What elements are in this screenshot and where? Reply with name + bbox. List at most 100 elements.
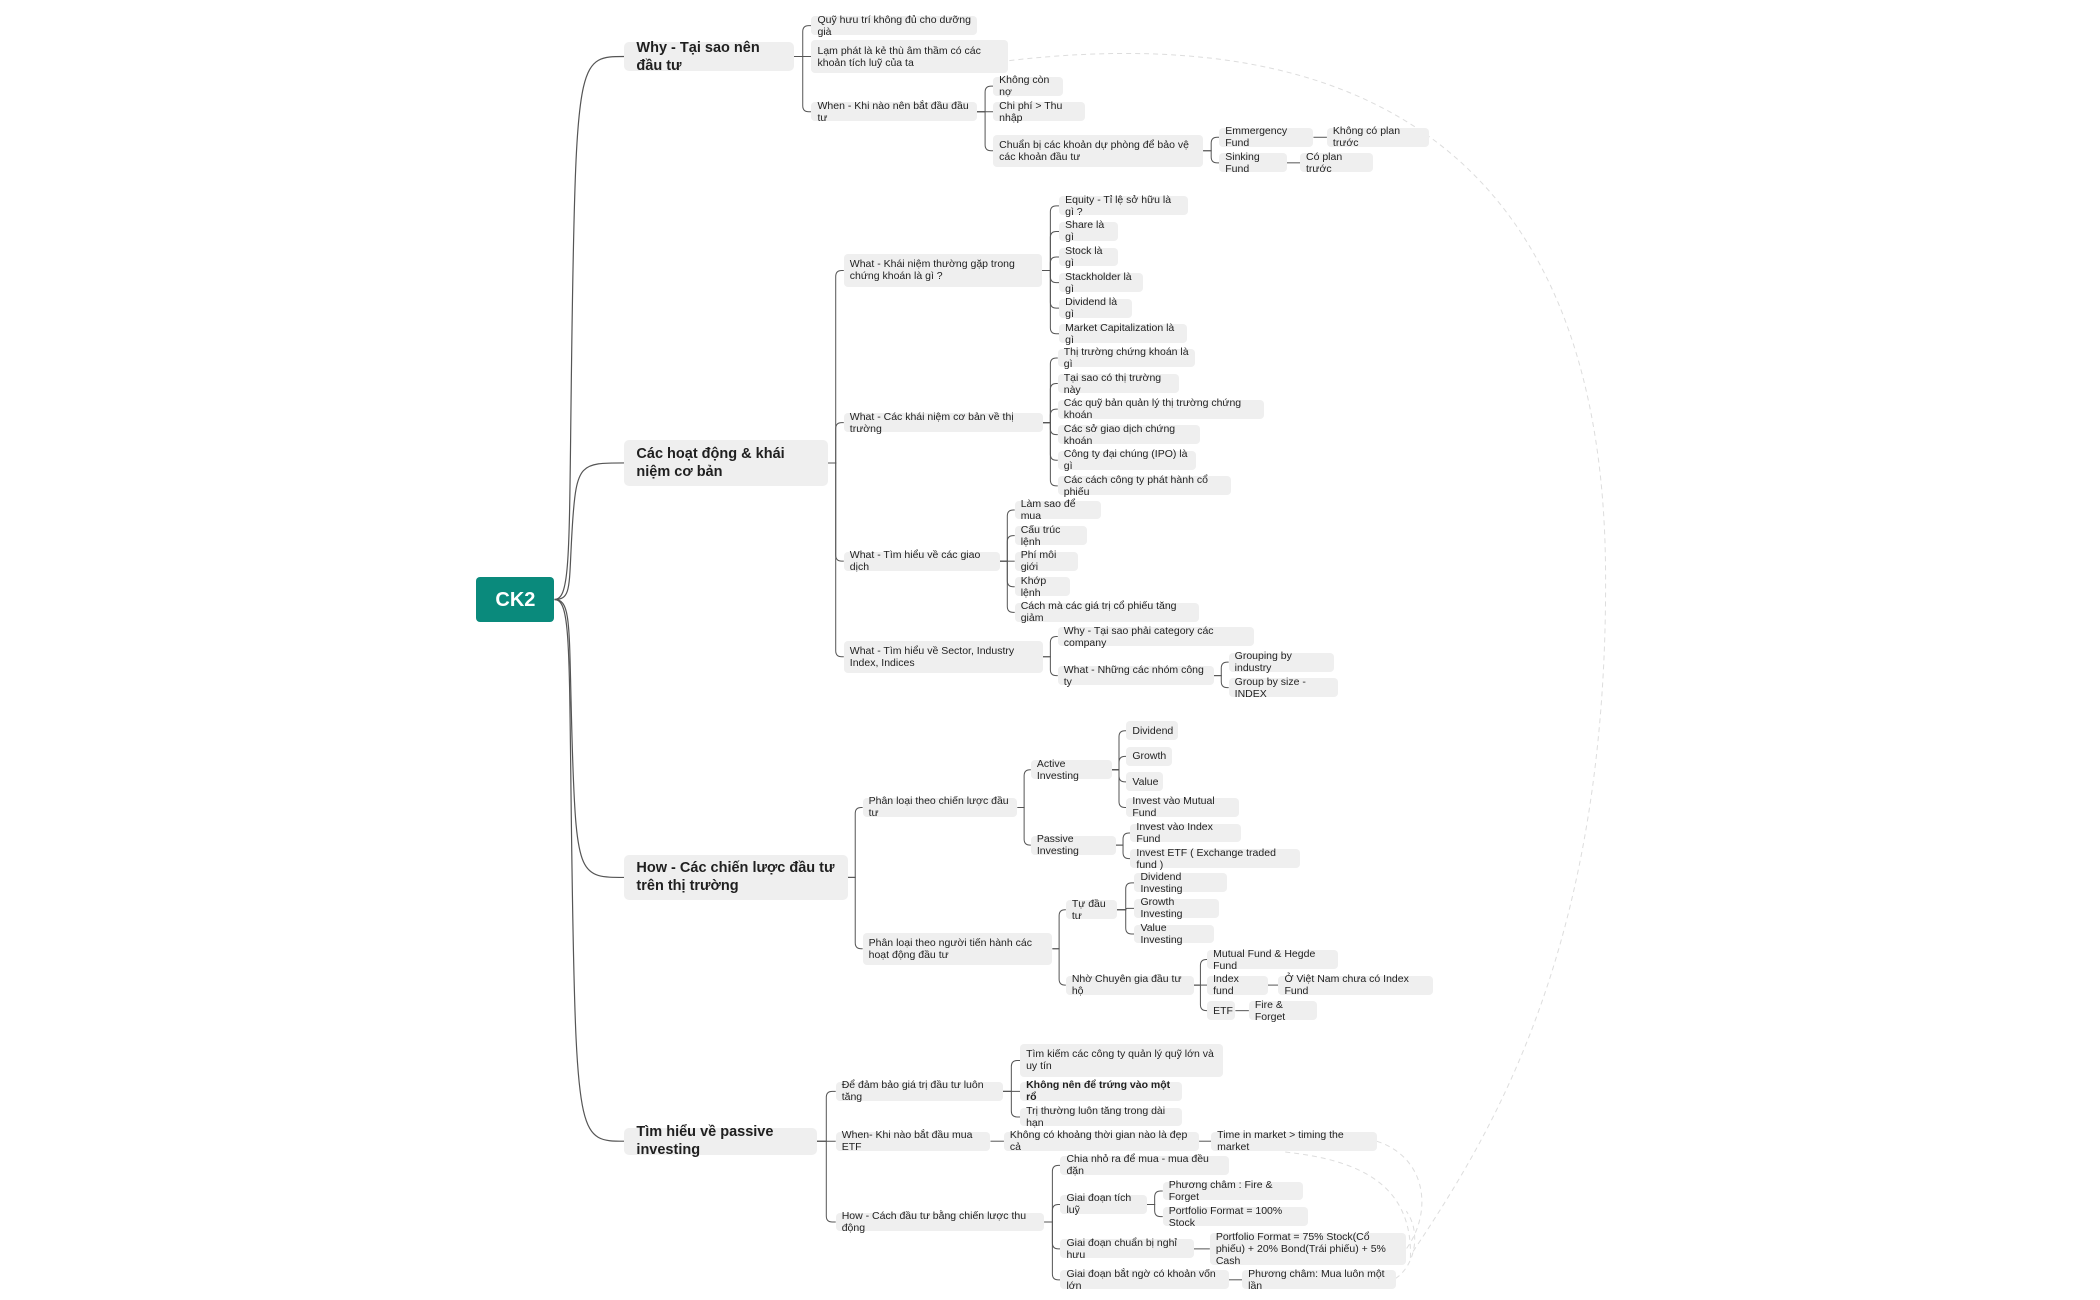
topic-b2-c0-c1[interactable]: Passive Investing (1030, 833, 1116, 857)
topic-b1-c2-c4[interactable]: Cách mà các giá trị cổ phiếu tăng giảm (1014, 600, 1200, 624)
topic-b1-c0[interactable]: What - Khái niệm thường gặp trong chứng … (843, 254, 1042, 287)
root-topic[interactable]: CK2 (476, 577, 555, 622)
connector-b1-c3-c1-c1 (1213, 675, 1229, 689)
topic-b1-c3[interactable]: What - Tìm hiểu về Sector, Industry Inde… (843, 640, 1043, 673)
topic-b0-c2-c2-c1[interactable]: Sinking Fund (1219, 151, 1287, 175)
topic-b3-c1-c0-c0[interactable]: Time in market > timing the market (1211, 1129, 1377, 1153)
relation-line-1 (1009, 53, 1607, 1252)
topic-b0-c2-c2-c0[interactable]: Emmergency Fund (1219, 125, 1314, 149)
connector-b3-c0-c0 (1002, 1059, 1021, 1092)
topic-b1-c3-c0[interactable]: Why - Tại sao phải category các company (1057, 625, 1255, 648)
topic-b1-c0-c5[interactable]: Market Capitalization là gì (1059, 322, 1187, 346)
topic-b1-c3-c1-c1[interactable]: Group by size - INDEX (1228, 676, 1338, 700)
topic-b0-c0[interactable]: Quỹ hưu trí không đủ cho dưỡng già (811, 14, 977, 38)
topic-b1-c1-c2[interactable]: Các quỹ bản quản lý thị trường chứng kho… (1057, 397, 1264, 421)
topic-b1-c2-c0[interactable]: Làm sao để mua (1014, 498, 1101, 522)
topic-b1-c0-c4[interactable]: Dividend là gì (1059, 296, 1132, 320)
topic-b1-c1-c5[interactable]: Các cách công ty phát hành cổ phiếu (1057, 474, 1232, 498)
topic-b1-c0-c2[interactable]: Stock là gì (1059, 245, 1119, 269)
connector-b2-c0-c1 (1017, 806, 1031, 846)
topic-b2-c1-c0-c1[interactable]: Growth Investing (1134, 896, 1220, 920)
relation-line-4 (1395, 1210, 1416, 1279)
topic-b0-c2-c2-c1-c0[interactable]: Có plan trước (1300, 151, 1373, 175)
connector-b1-c0 (827, 269, 844, 464)
connector-b2-c1-c1-c2 (1193, 984, 1208, 1012)
topic-b1-c3-c1[interactable]: What - Những các nhóm công ty (1057, 664, 1214, 688)
topic-b3-c2-c1[interactable]: Giai đoạn tích luỹ (1060, 1192, 1147, 1216)
topic-b3-c0[interactable]: Để đảm bảo giá trị đầu tư luôn tăng (835, 1079, 1003, 1103)
topic-b0-c2-c2-c0-c0[interactable]: Không có plan trước (1326, 125, 1430, 149)
connector-b3-c2-c3 (1044, 1221, 1061, 1281)
topic-b2-c0-c0-c3[interactable]: Invest vào Mutual Fund (1126, 796, 1240, 819)
connector-b2-c1-c0-c2 (1116, 909, 1135, 935)
connector-b1-c0-c0 (1041, 205, 1060, 271)
connector-b2-c1-c0 (1052, 909, 1066, 950)
connector-b1-c1-c5 (1042, 422, 1058, 487)
topic-b2-c0-c0[interactable]: Active Investing (1030, 758, 1112, 782)
topic-b3-c2-c1-c1[interactable]: Portfolio Format = 100% Stock (1162, 1205, 1309, 1229)
topic-b1-c0-c1[interactable]: Share là gì (1059, 220, 1119, 243)
topic-b2-c0-c0-c0[interactable]: Dividend (1126, 721, 1178, 741)
topic-b1-c2-c1[interactable]: Cấu trúc lệnh (1014, 524, 1088, 548)
topic-b1-c1-c3[interactable]: Các sở giao dịch chứng khoán (1057, 423, 1201, 447)
topic-b2-c1[interactable]: Phân loại theo người tiến hành các hoạt … (862, 932, 1053, 965)
connector-b2-c0-c0-c1 (1111, 755, 1127, 771)
topic-b2-c1-c1-c2[interactable]: ETF (1207, 1001, 1236, 1021)
topic-b3-c0-c0[interactable]: Tìm kiếm các công ty quản lý quỹ lớn và … (1020, 1044, 1224, 1077)
topic-b3-c2-c3-c0[interactable]: Phương châm: Mua luôn một lần (1242, 1268, 1396, 1292)
connector-b1-c3-c0 (1042, 636, 1058, 658)
topic-b2[interactable]: How - Các chiến lược đầu tư trên thị trư… (624, 854, 848, 901)
topic-b1-c2-c2[interactable]: Phí môi giới (1014, 549, 1078, 573)
topic-b0[interactable]: Why - Tại sao nên đầu tư (624, 40, 794, 74)
topic-b0-c2-c0[interactable]: Không còn nợ (993, 74, 1064, 98)
connector-b0-c2-c2-c1 (1203, 150, 1220, 164)
topic-b2-c1-c1-c0[interactable]: Mutual Fund & Hegde Fund (1207, 948, 1338, 971)
connector-b1-c3-c1 (1042, 656, 1058, 677)
topic-b2-c1-c1[interactable]: Nhờ Chuyên gia đầu tư hộ (1065, 973, 1194, 997)
connector-b0-c2-c2-c0 (1203, 136, 1220, 152)
connector-b1-c1-c1 (1042, 383, 1058, 424)
topic-b2-c0-c1-c1[interactable]: Invest ETF ( Exchange traded fund ) (1130, 847, 1300, 871)
topic-b3-c2-c3[interactable]: Giai đoạn bắt ngờ có khoản vốn lớn (1060, 1268, 1229, 1292)
topic-b3-c1[interactable]: When- Khi nào bắt đầu mua ETF (835, 1129, 991, 1153)
connector-b1-c0-c5 (1041, 269, 1060, 335)
topic-b1-c0-c0[interactable]: Equity - Tỉ lệ sở hữu là gì ? (1059, 194, 1189, 218)
topic-b1-c0-c3[interactable]: Stackholder là gì (1059, 271, 1143, 295)
topic-b2-c1-c1-c1[interactable]: Index fund (1207, 973, 1268, 997)
topic-b3-c2-c2[interactable]: Giai đoạn chuẩn bị nghỉ hưu (1060, 1237, 1194, 1261)
topic-b2-c0-c0-c1[interactable]: Growth (1126, 746, 1173, 766)
topic-b1-c1[interactable]: What - Các khái niệm cơ bản về thị trườn… (843, 411, 1043, 435)
topic-b2-c1-c1-c1-c0[interactable]: Ở Việt Nam chưa có Index Fund (1278, 973, 1434, 997)
topic-b1-c1-c1[interactable]: Tại sao có thị trường này (1057, 372, 1179, 395)
topic-b3-c2[interactable]: How - Cách đầu tư bằng chiến lược thu độ… (835, 1210, 1045, 1234)
topic-b1-c1-c4[interactable]: Công ty đại chúng (IPO) là gì (1057, 448, 1197, 472)
connector-b1-c1-c0 (1042, 357, 1058, 424)
topic-b1-c1-c0[interactable]: Thị trường chứng khoán là gì (1057, 346, 1196, 370)
topic-b2-c1-c0-c0[interactable]: Dividend Investing (1134, 871, 1228, 895)
topic-b2-c0-c0-c2[interactable]: Value (1126, 772, 1163, 792)
topic-b2-c1-c1-c2-c0[interactable]: Fire & Forget (1248, 999, 1318, 1023)
topic-b2-c1-c0[interactable]: Tự đầu tư (1065, 898, 1117, 922)
topic-b2-c1-c0-c2[interactable]: Value Investing (1134, 922, 1214, 946)
topic-b3-c2-c1-c0[interactable]: Phương châm : Fire & Forget (1162, 1179, 1303, 1203)
topic-b3[interactable]: Tìm hiểu về passive investing (624, 1124, 817, 1158)
topic-b0-c2-c1[interactable]: Chi phí > Thu nhập (993, 100, 1085, 124)
topic-b1-c2[interactable]: What - Tìm hiểu về các giao dịch (843, 549, 1000, 573)
topic-b1-c3-c1-c0[interactable]: Grouping by industry (1228, 650, 1334, 674)
topic-b0-c2-c2[interactable]: Chuẩn bị các khoản dự phòng để bảo vệ cá… (993, 134, 1204, 167)
connector-b2-c0-c1-c0 (1115, 832, 1131, 846)
topic-b0-c2[interactable]: When - Khi nào nên bắt đầu đầu tư (811, 100, 977, 124)
topic-b3-c0-c1[interactable]: Không nên để trứng vào một rổ (1020, 1079, 1182, 1103)
topic-b3-c2-c0[interactable]: Chia nhỏ ra để mua - mua đều đặn (1060, 1153, 1229, 1177)
connector-b2-c1-c0-c0 (1116, 882, 1135, 911)
topic-b3-c0-c2[interactable]: Trị thường luôn tăng trong dài hạn (1020, 1105, 1182, 1129)
topic-b2-c0-c1-c0[interactable]: Invest vào Index Fund (1130, 821, 1241, 845)
topic-b2-c0[interactable]: Phân loại theo chiến lược đầu tư (862, 796, 1018, 819)
topic-b0-c1[interactable]: Lạm phát là kẻ thù âm thầm có các khoản … (811, 40, 1008, 73)
topic-b1[interactable]: Các hoạt động & khái niệm cơ bản (624, 440, 828, 486)
topic-b3-c1-c0[interactable]: Không có khoảng thời gian nào là đẹp cả (1003, 1129, 1200, 1153)
topic-b1-c2-c3[interactable]: Khớp lệnh (1014, 575, 1070, 599)
topic-b3-c2-c2-c0[interactable]: Portfolio Format = 75% Stock(Cổ phiếu) +… (1209, 1231, 1407, 1267)
connector-b3-c2 (816, 1140, 836, 1223)
